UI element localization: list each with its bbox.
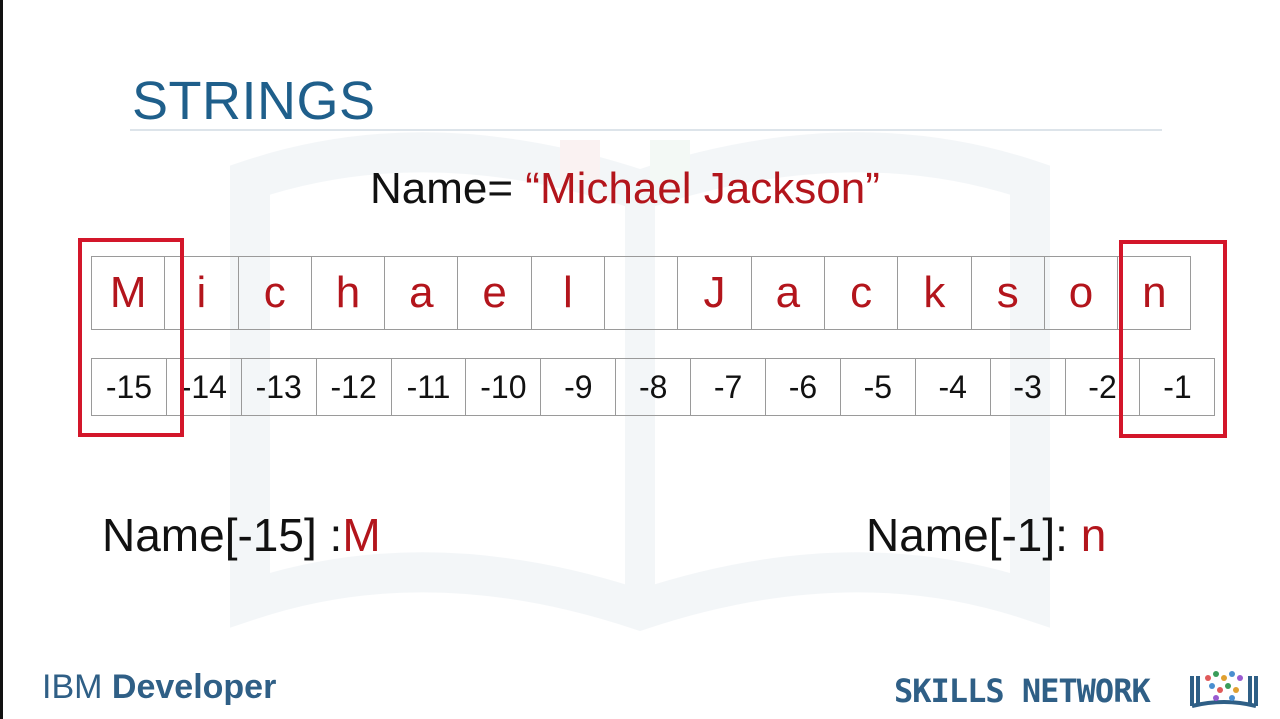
index-cell: -8 [616,358,692,416]
char-cell: s [971,256,1045,330]
result-last-expr: Name[-1]: [866,509,1081,561]
char-cell: M [92,256,166,330]
index-cell: -12 [316,358,392,416]
highlight-first-char [78,238,184,437]
index-cell: -15 [92,358,167,416]
result-last: Name[-1]: n [866,508,1106,562]
skills-network-logo-text: SKILLS NETWORK [894,672,1151,710]
book-watermark-icon [230,132,1050,632]
char-cell: i [165,256,239,330]
index-cell: -2 [1065,358,1141,416]
index-cell: -10 [466,358,542,416]
index-cell: -7 [691,358,767,416]
char-cell: h [311,256,386,330]
index-cell: -5 [840,358,916,416]
index-cell: -14 [166,358,242,416]
string-assignment: Name= “Michael Jackson” [370,164,880,214]
developer-brand-text: Developer [111,668,277,706]
window-left-edge [0,0,3,719]
index-cell: -3 [990,358,1066,416]
negative-index-row: -15-14-13-12-11-10-9-8-7-6-5-4-3-2-1 [91,358,1216,416]
char-cell [605,256,679,330]
result-first-expr: Name[-15] : [102,509,343,561]
assignment-label: Name= [370,164,526,213]
ibm-brand-text: IBM [42,668,103,706]
index-cell: -11 [391,358,467,416]
slide-title: STRINGS [132,71,376,131]
char-cell: c [824,256,899,330]
char-cell: k [898,256,972,330]
index-cell: -1 [1140,358,1216,416]
ibm-developer-logo: IBM Developer [42,668,276,707]
char-cell: c [238,256,312,330]
char-cell: l [531,256,606,330]
index-cell: -6 [766,358,841,416]
char-cell: J [678,256,752,330]
char-cell: a [751,256,825,330]
index-cell: -9 [541,358,617,416]
title-divider [130,129,1162,131]
char-cell: n [1118,256,1192,330]
result-first-value: M [342,509,381,561]
index-cell: -13 [241,358,317,416]
result-first: Name[-15] :M [102,508,381,562]
index-cell: -4 [915,358,991,416]
skills-network-book-icon [1190,671,1258,708]
result-last-value: n [1080,509,1107,561]
char-cell: a [385,256,459,330]
char-cell: e [458,256,532,330]
char-cell: o [1044,256,1119,330]
assignment-value: “Michael Jackson” [525,164,880,213]
highlight-last-char [1119,240,1227,438]
